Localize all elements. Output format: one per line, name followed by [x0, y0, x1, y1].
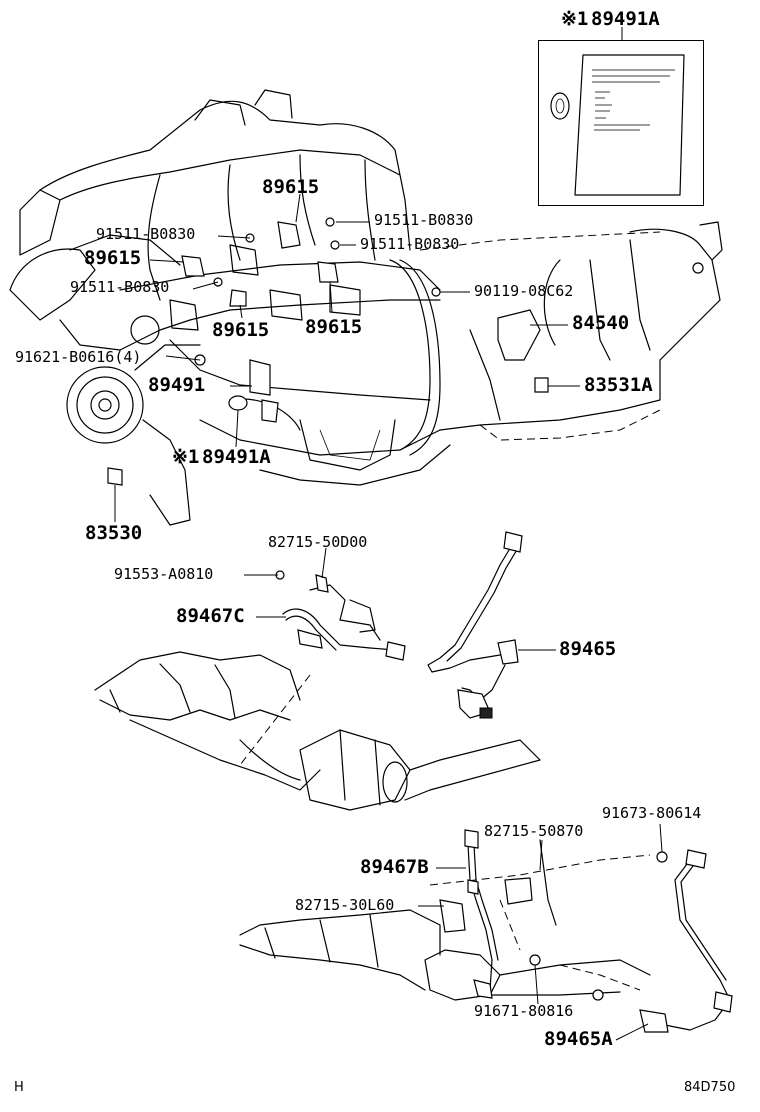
part-label-83530[interactable]: 83530: [85, 522, 143, 544]
part-label-91553-a0810[interactable]: 91553-A0810: [114, 565, 214, 583]
engine-drawing: [9, 89, 451, 526]
part-label-91511-b0830-right-mid[interactable]: 91511-B0830: [360, 235, 460, 253]
part-label-91511-b0830-right-top[interactable]: 91511-B0830: [374, 211, 474, 229]
part-label-82715-50d00[interactable]: 82715-50D00: [268, 533, 368, 551]
part-label-91511-b0830-lower[interactable]: 91511-B0830: [70, 278, 170, 296]
part-label-91671-80816[interactable]: 91671-80816: [474, 1002, 574, 1020]
part-label-91511-b0830-left[interactable]: 91511-B0830: [96, 225, 196, 243]
legend-drawing: [550, 54, 685, 196]
part-label-91621-b0616[interactable]: 91621-B0616(4): [15, 348, 142, 366]
part-label-84540[interactable]: 84540: [572, 312, 630, 334]
lower-exhaust-drawing: [239, 829, 733, 1033]
part-label-90119-08c62[interactable]: 90119-08C62: [474, 282, 574, 300]
part-label-83531a[interactable]: 83531A: [584, 374, 653, 396]
part-label-89615-center[interactable]: 89615: [212, 319, 270, 341]
part-label-82715-50870[interactable]: 82715-50870: [484, 822, 584, 840]
part-label-89491[interactable]: 89491: [148, 374, 206, 396]
part-label-89615-right[interactable]: 89615: [305, 316, 363, 338]
legend-note-symbol: ※1: [561, 8, 589, 30]
footer-left-mark: H: [14, 1080, 24, 1095]
note-symbol-89491a: ※1: [172, 446, 200, 468]
part-label-89465a[interactable]: 89465A: [544, 1028, 613, 1050]
part-label-89467c[interactable]: 89467C: [176, 605, 245, 627]
legend-part-89491a[interactable]: 89491A: [591, 8, 660, 30]
part-label-89615-top[interactable]: 89615: [262, 176, 320, 198]
footer-ref-code: 84D750: [684, 1080, 736, 1095]
part-label-91673-80614[interactable]: 91673-80614: [602, 804, 702, 822]
part-label-89615-left[interactable]: 89615: [84, 247, 142, 269]
part-label-89467b[interactable]: 89467B: [360, 856, 429, 878]
legend-box: [538, 40, 704, 206]
part-label-89491a[interactable]: 89491A: [202, 446, 271, 468]
leader-lines: [114, 27, 663, 1041]
part-label-89465[interactable]: 89465: [559, 638, 617, 660]
part-label-82715-30l60[interactable]: 82715-30L60: [295, 896, 395, 914]
transmission-drawing: [419, 221, 723, 441]
